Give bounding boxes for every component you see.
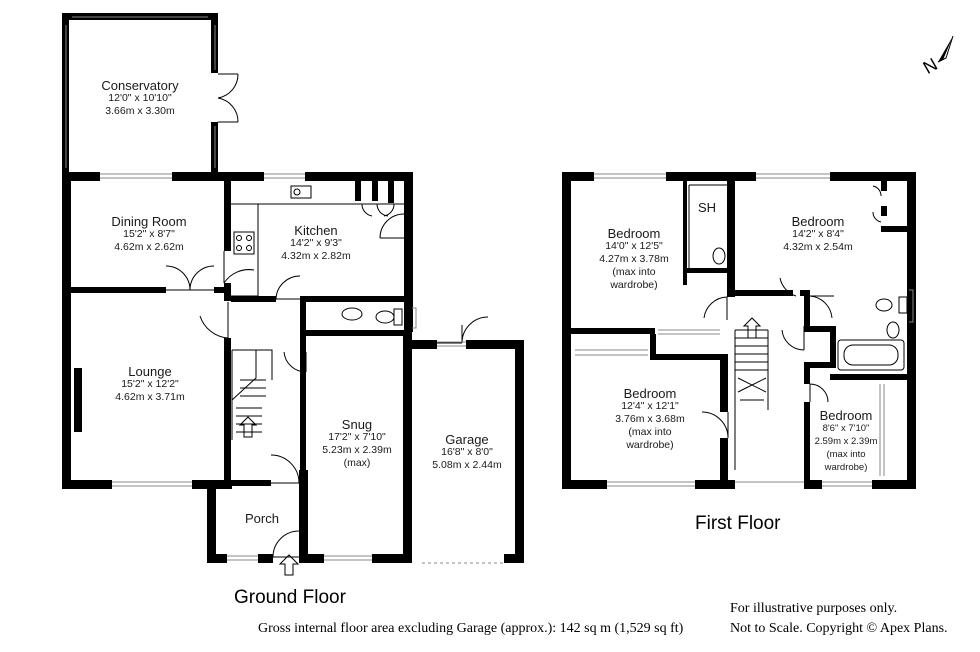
room-dimensions-metric: 4.32m x 2.82m [281,250,351,262]
room-note: wardrobe) [626,439,674,451]
room-name: Snug [341,417,373,432]
room-dimensions-imperial: 15'2" x 12'2" [121,378,179,390]
room-name: SH [697,200,717,215]
room-dimensions-metric: 3.66m x 3.30m [105,105,175,117]
conservatory-label: Conservatory 12'0" x 10'10" 3.66m x 3.30… [101,79,178,118]
ground-internal-walls [71,181,412,486]
room-dimensions-metric: 4.27m x 3.78m [599,253,669,265]
garage-label: Garage 16'8" x 8'0" 5.08m x 2.44m [432,433,501,472]
disclaimer-line-2: Not to Scale. Copyright © Apex Plans. [730,621,948,636]
garage-walls [412,316,524,564]
disclaimer-line-1: For illustrative purposes only. [730,601,898,616]
room-dimensions-imperial: 14'2" x 8'4" [792,228,844,240]
first-internal-walls [571,181,907,488]
bedroom-1-label: Bedroom 14'0" x 12'5" 4.27m x 3.78m (max… [599,227,668,292]
room-dimensions-imperial: 14'0" x 12'5" [605,240,663,252]
first-stairs [734,317,769,470]
north-arrow-icon [937,35,954,63]
bedroom-4-label: Bedroom 8'6" x 7'10" 2.59m x 2.39m (max … [815,409,878,474]
ground-outer-walls [62,172,413,563]
conservatory-frame [62,13,239,173]
kitchen-fittings [231,185,405,297]
room-note: wardrobe) [824,462,868,473]
room-note: (max into [612,266,656,278]
room-name: Bedroom [791,214,845,229]
bedroom-2-label: Bedroom 14'2" x 8'4" 4.32m x 2.54m [783,215,852,254]
first-outer-walls [562,172,916,489]
kitchen-label: Kitchen 14'2" x 9'3" 4.32m x 2.82m [281,224,350,263]
room-name: Dining Room [111,214,187,229]
room-dimensions-metric: 4.62m x 3.71m [115,391,185,403]
room-dimensions-imperial: 17'2" x 7'10" [328,431,386,443]
room-note: (max into [628,426,672,438]
room-name: Kitchen [294,223,338,238]
first-fittings [575,184,908,476]
room-name: Porch [245,511,279,526]
room-dimensions-imperial: 12'4" x 12'1" [621,400,679,412]
ground-stairs [231,349,273,440]
room-name: Bedroom [623,386,677,401]
room-dimensions-metric: 3.76m x 3.68m [615,413,685,425]
room-dimensions-metric: 5.23m x 2.39m [322,444,392,456]
room-dimensions-imperial: 14'2" x 9'3" [290,237,342,249]
entrance-arrow-icon [278,554,300,576]
ground-floor-plan [62,13,524,576]
room-dimensions-imperial: 12'0" x 10'10" [108,92,172,104]
room-name: Bedroom [607,226,661,241]
room-dimensions-metric: 4.62m x 2.62m [114,241,184,253]
gross-area-note: Gross internal floor area excluding Gara… [258,621,684,636]
room-name: Conservatory [101,78,179,93]
room-dimensions-imperial: 16'8" x 8'0" [441,446,493,458]
room-dimensions-metric: 2.59m x 2.39m [814,436,878,447]
porch-label: Porch [245,512,279,525]
snug-label: Snug 17'2" x 7'10" 5.23m x 2.39m (max) [322,418,391,470]
first-floor-plan [562,172,916,489]
first-floor-title: First Floor [695,513,781,534]
room-dimensions-imperial: 15'2" x 8'7" [123,228,175,240]
room-note: wardrobe) [610,279,658,291]
first-windows [594,173,914,487]
room-note: (max into [826,449,866,460]
dining-room-label: Dining Room 15'2" x 8'7" 4.62m x 2.62m [111,215,186,254]
room-dimensions-metric: 5.08m x 2.44m [432,459,502,471]
ground-doors [165,251,307,558]
room-dimensions-metric: 4.32m x 2.54m [783,241,853,253]
shower-room-label: SH [698,201,716,214]
room-dimensions-imperial: 8'6" x 7'10" [822,423,870,434]
bedroom-3-label: Bedroom 12'4" x 12'1" 3.76m x 3.68m (max… [615,387,684,452]
room-name: Garage [445,432,489,447]
ground-floor-title: Ground Floor [234,587,346,608]
room-note: (max) [343,457,371,469]
ground-wc [341,307,417,329]
room-name: Lounge [128,364,172,379]
lounge-label: Lounge 15'2" x 12'2" 4.62m x 3.71m [115,365,184,404]
room-name: Bedroom [819,408,873,423]
